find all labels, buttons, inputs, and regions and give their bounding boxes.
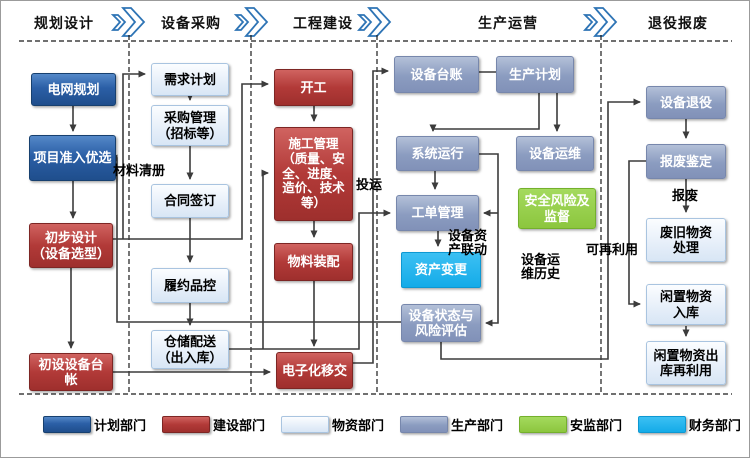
legend-swatch-material	[280, 415, 329, 433]
edge-label-om-history: 设备运 维历史	[521, 252, 561, 282]
phase-production-operation: 生产运营	[478, 15, 538, 31]
node-preliminary-design: 初步设计 （设备选型）	[29, 223, 113, 268]
legend-swatch-safety	[518, 415, 567, 433]
legend-item-material-dept: 物资部门	[280, 415, 384, 434]
node-initial-equipment-ledger: 初设设备台 帐	[29, 353, 113, 391]
legend-item-finance-dept: 财务部门	[637, 415, 741, 434]
legend-item-construction-dept: 建设部门	[161, 415, 265, 434]
phase-engineering-build: 工程建设	[293, 15, 353, 31]
node-construction-start: 开工	[274, 69, 353, 106]
phase-planning-design: 规划设计	[34, 15, 94, 31]
node-performance-quality-control: 履约品控	[151, 268, 229, 303]
node-grid-planning: 电网规划	[31, 73, 116, 106]
phase-dividers	[19, 35, 732, 395]
chevron-icon	[358, 7, 391, 37]
node-asset-change: 资产变更	[401, 252, 481, 288]
legend-item-planning-dept: 计划部门	[43, 415, 146, 434]
node-condition-risk-assessment: 设备状态与 风险评估	[401, 304, 481, 342]
legend-swatch-production	[399, 415, 448, 433]
legend: 计划部门 建设部门 物资部门 生产部门 安监部门 财务部门	[43, 411, 741, 437]
edge-label-asset-linkage: 设备资 产联动	[448, 228, 488, 258]
node-construction-management: 施工管理 （质量、安 全、进度、 造价、技术 等）	[274, 127, 353, 221]
legend-item-production-dept: 生产部门	[399, 415, 503, 434]
node-electronic-handover: 电子化移交	[276, 352, 353, 389]
node-production-plan: 生产计划	[496, 56, 574, 93]
node-system-operation: 系统运行	[396, 136, 479, 171]
phase-decommission-scrap: 退役报废	[648, 15, 708, 31]
edge-label-scrap: 报废	[672, 188, 699, 203]
node-procurement-management: 采购管理 （招标等）	[151, 105, 229, 146]
node-project-priority: 项目准入优选	[29, 135, 116, 181]
edge-label-material-list: 材料清册	[113, 163, 166, 178]
node-work-order-management: 工单管理	[396, 195, 479, 231]
legend-swatch-construction	[161, 415, 210, 433]
chevron-icon	[584, 7, 617, 37]
edge-label-commissioning: 投运	[356, 177, 383, 192]
legend-item-safety-dept: 安监部门	[518, 415, 622, 434]
node-equipment-decommission: 设备退役	[646, 86, 726, 119]
node-contract-signing: 合同签订	[151, 184, 229, 218]
legend-swatch-finance	[637, 415, 686, 433]
node-equipment-om: 设备运维	[516, 136, 594, 171]
node-safety-risk-supervision: 安全风险及 监督	[518, 188, 596, 229]
node-idle-material-storage: 闲置物资 入库	[646, 284, 726, 325]
node-equipment-ledger: 设备台账	[394, 56, 479, 93]
node-waste-material-disposal: 废旧物资 处理	[646, 218, 726, 262]
node-demand-plan: 需求计划	[151, 63, 229, 96]
chevron-icon	[235, 7, 268, 37]
edge-label-reusable: 可再利用	[586, 242, 639, 257]
phase-equipment-purchase: 设备采购	[161, 15, 221, 31]
node-scrap-appraisal: 报废鉴定	[646, 144, 726, 179]
node-idle-material-reuse: 闲置物资出 库再利用	[646, 341, 726, 385]
chevron-icon	[112, 7, 145, 37]
legend-swatch-planning	[43, 415, 91, 433]
node-warehouse-delivery: 仓储配送 （出入库）	[151, 330, 229, 369]
node-material-assembly: 物料装配	[274, 243, 353, 281]
